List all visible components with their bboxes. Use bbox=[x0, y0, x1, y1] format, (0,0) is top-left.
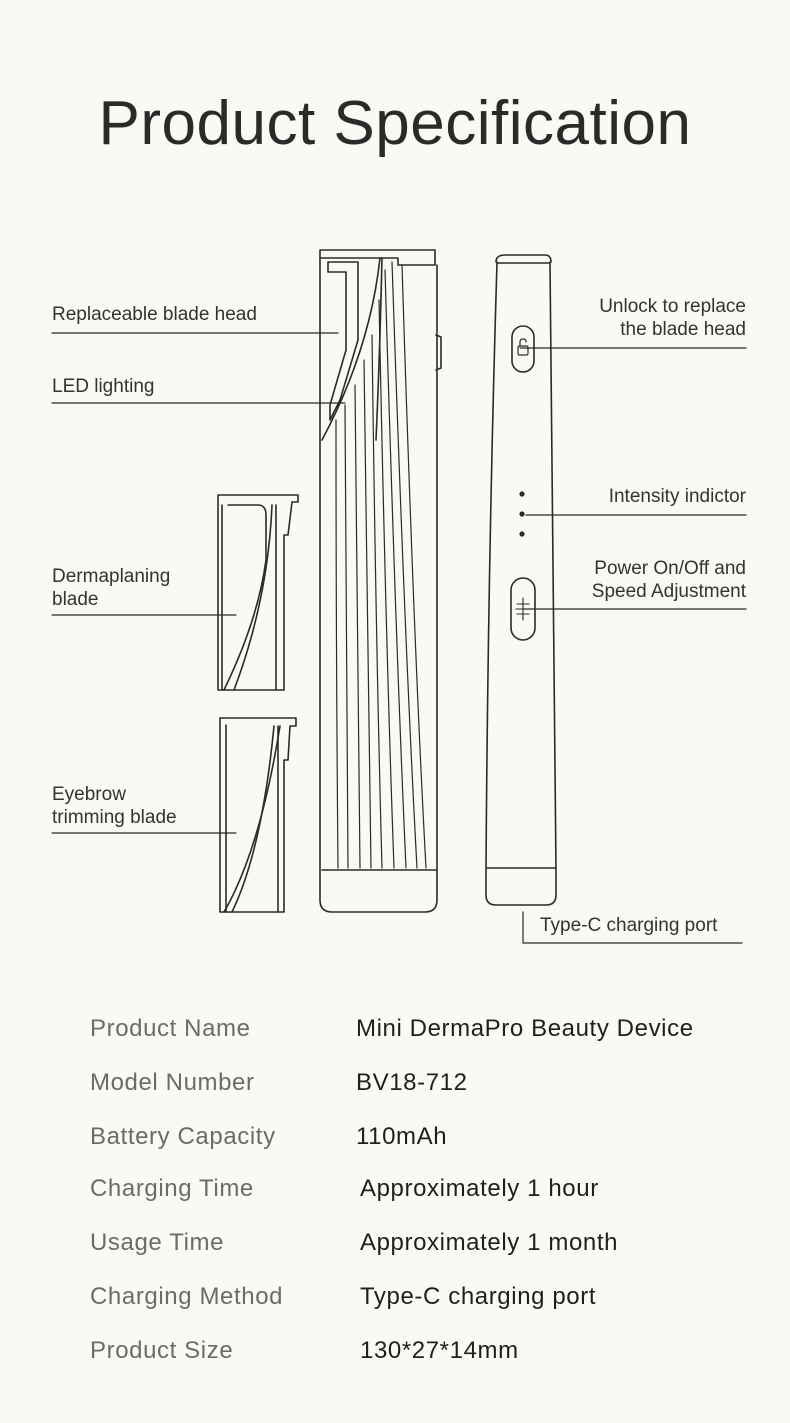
callout-power: Power On/Off and Speed Adjustment bbox=[591, 558, 746, 602]
spec-label: Product Name bbox=[90, 1015, 251, 1042]
eyebrow-blade-drawing bbox=[219, 717, 297, 913]
page-title: Product Specification bbox=[98, 89, 692, 158]
callout-blade-head: Replaceable blade head bbox=[52, 304, 257, 325]
spec-value: Type-C charging port bbox=[360, 1283, 597, 1310]
device-front-view bbox=[319, 249, 442, 913]
unlock-icon[interactable] bbox=[511, 325, 535, 373]
callout-lines-left bbox=[51, 332, 346, 834]
spec-label: Battery Capacity bbox=[90, 1123, 276, 1150]
spec-row: Battery Capacity 110mAh bbox=[0, 1123, 790, 1163]
spec-row: Model Number BV18-712 bbox=[0, 1069, 790, 1109]
intensity-indicator-dots bbox=[519, 491, 525, 537]
spec-row: Charging Time Approximately 1 hour bbox=[0, 1175, 790, 1215]
spec-value: 130*27*14mm bbox=[360, 1337, 519, 1364]
spec-row: Product Name Mini DermaPro Beauty Device bbox=[0, 1015, 790, 1055]
device-side-view bbox=[485, 254, 557, 906]
spec-label: Usage Time bbox=[90, 1229, 225, 1256]
callout-dermaplaning-blade: Dermaplaning blade bbox=[52, 566, 171, 610]
spec-label: Charging Method bbox=[90, 1283, 284, 1310]
callout-led-lighting: LED lighting bbox=[52, 376, 155, 397]
spec-value: Mini DermaPro Beauty Device bbox=[356, 1015, 694, 1042]
callout-intensity: Intensity indictor bbox=[608, 486, 746, 507]
spec-value: Approximately 1 hour bbox=[360, 1175, 599, 1202]
callout-unlock: Unlock to replace the blade head bbox=[599, 296, 746, 340]
callout-lines-right bbox=[519, 347, 747, 944]
product-diagram bbox=[51, 249, 747, 944]
spec-value: Approximately 1 month bbox=[360, 1229, 619, 1256]
callout-typec: Type-C charging port bbox=[540, 915, 718, 936]
spec-label: Product Size bbox=[90, 1337, 234, 1364]
spec-label: Charging Time bbox=[90, 1175, 254, 1202]
dermaplaning-blade-drawing bbox=[217, 494, 299, 691]
spec-row: Usage Time Approximately 1 month bbox=[0, 1229, 790, 1269]
spec-row: Product Size 130*27*14mm bbox=[0, 1337, 790, 1377]
spec-label: Model Number bbox=[90, 1069, 255, 1096]
callout-eyebrow-blade: Eyebrow trimming blade bbox=[52, 784, 177, 828]
spec-value: BV18-712 bbox=[356, 1069, 468, 1096]
spec-value: 110mAh bbox=[356, 1123, 448, 1150]
spec-row: Charging Method Type-C charging port bbox=[0, 1283, 790, 1323]
